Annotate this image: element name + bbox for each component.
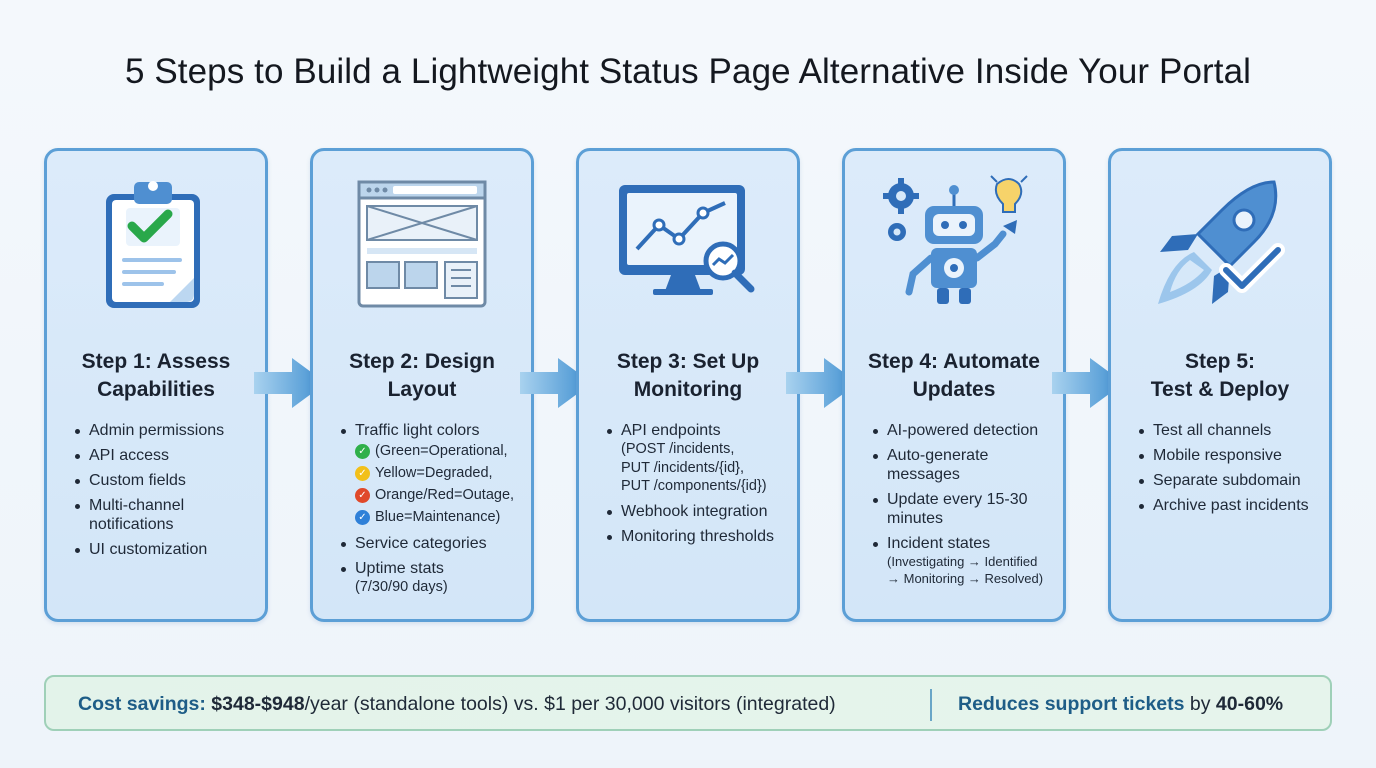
step-4-heading-line-2: Updates — [912, 378, 996, 401]
support-reduction-value: 40-60% — [1215, 693, 1284, 715]
api-endpoints-label: API endpoints — [621, 422, 721, 439]
support-reduction-label: Reduces support tickets — [958, 693, 1185, 715]
clipboard-check-icon — [47, 169, 265, 319]
status-yellow-line: ✓ Yellow=Degraded, — [355, 462, 523, 484]
list-item: Separate subdomain — [1135, 471, 1321, 490]
list-item: API access — [71, 446, 257, 465]
check-red-icon: ✓ — [355, 488, 370, 503]
support-reduction: Reduces support tickets by 40-60% — [958, 693, 1283, 716]
step-5-heading: Step 5: Test & Deploy — [1117, 348, 1323, 404]
step-5-card: Step 5: Test & Deploy Test all channels … — [1108, 148, 1332, 622]
cost-savings-amount: $348-$948 — [211, 693, 305, 715]
status-red-line: ✓ Orange/Red=Outage, — [355, 484, 523, 506]
list-item: Multi-channel notifications — [71, 496, 201, 534]
step-4-heading-line-1: Step 4: Automate — [868, 350, 1040, 373]
step-2-card: Step 2: Design Layout Traffic light colo… — [310, 148, 534, 622]
traffic-light-label: Traffic light colors — [355, 422, 480, 439]
status-blue-text: Blue=Maintenance) — [375, 509, 501, 525]
list-item: API endpoints (POST /incidents, PUT /inc… — [603, 421, 789, 496]
status-green-line: ✓ (Green=Operational, — [355, 440, 523, 462]
uptime-label: Uptime stats — [355, 560, 444, 577]
list-item: Mobile responsive — [1135, 446, 1321, 465]
list-item: Service categories — [337, 534, 523, 553]
robot-gears-icon — [845, 169, 1063, 319]
monitor-chart-icon — [579, 169, 797, 319]
uptime-sub: (7/30/90 days) — [355, 579, 448, 595]
step-2-heading-line-2: Layout — [387, 378, 457, 401]
cost-savings-detail: /year (standalone tools) vs. $1 per 30,0… — [304, 693, 836, 715]
step-5-heading-line-2: Test & Deploy — [1150, 378, 1290, 401]
step-1-heading-line-2: Capabilities — [97, 378, 215, 401]
incident-states-label: Incident states — [887, 535, 991, 552]
arrow-right-icon — [254, 358, 326, 408]
list-item: UI customization — [71, 540, 257, 559]
cost-savings: Cost savings: $348-$948/year (standalone… — [78, 693, 836, 716]
step-2-list: Traffic light colors ✓ (Green=Operational… — [337, 421, 523, 603]
support-reduction-by: by — [1184, 693, 1216, 715]
status-green-text: (Green=Operational, — [375, 443, 508, 459]
step-3-card: Step 3: Set Up Monitoring API endpoints … — [576, 148, 800, 622]
status-yellow-text: Yellow=Degraded, — [375, 465, 493, 481]
check-green-icon: ✓ — [355, 444, 370, 459]
status-blue-line: ✓ Blue=Maintenance) — [355, 506, 523, 528]
list-item: Auto-generate messages — [869, 446, 1009, 484]
footer-divider — [930, 689, 932, 721]
step-2-heading: Step 2: Design Layout — [319, 348, 525, 404]
list-item: AI-powered detection — [869, 421, 1055, 440]
footer-banner: Cost savings: $348-$948/year (standalone… — [44, 675, 1332, 731]
api-endpoint-3: PUT /components/{id}) — [621, 478, 767, 494]
list-item: Monitoring thresholds — [603, 527, 789, 546]
list-item: Webhook integration — [603, 502, 789, 521]
api-endpoint-1: (POST /incidents, — [621, 441, 735, 457]
step-4-card: Step 4: Automate Updates AI-powered dete… — [842, 148, 1066, 622]
list-item: Uptime stats (7/30/90 days) — [337, 559, 523, 597]
incident-states-line-2: → Monitoring → Resolved) — [887, 571, 1044, 586]
step-1-card: Step 1: Assess Capabilities Admin permis… — [44, 148, 268, 622]
step-1-heading-line-1: Step 1: Assess — [81, 350, 231, 373]
step-3-heading-line-2: Monitoring — [633, 378, 743, 401]
incident-states-line-1: (Investigating → Identified — [887, 554, 1038, 569]
api-endpoint-2: PUT /incidents/{id}, — [621, 459, 745, 476]
step-4-heading: Step 4: Automate Updates — [851, 348, 1057, 404]
check-yellow-icon: ✓ — [355, 466, 370, 481]
step-5-heading-line-1: Step 5: — [1184, 350, 1255, 373]
list-item: Test all channels — [1135, 421, 1321, 440]
list-item: Traffic light colors ✓ (Green=Operational… — [337, 421, 523, 528]
arrow-right-icon — [786, 358, 858, 408]
arrow-right-icon — [520, 358, 592, 408]
check-blue-icon: ✓ — [355, 510, 370, 525]
cost-savings-label: Cost savings: — [78, 693, 206, 715]
step-3-list: API endpoints (POST /incidents, PUT /inc… — [603, 421, 789, 552]
step-3-heading: Step 3: Set Up Monitoring — [585, 348, 791, 404]
status-red-text: Orange/Red=Outage, — [375, 487, 515, 503]
arrow-right-icon — [1052, 358, 1124, 408]
step-2-heading-line-1: Step 2: Design — [349, 350, 495, 373]
step-4-list: AI-powered detection Auto-generate messa… — [869, 421, 1055, 593]
step-1-heading: Step 1: Assess Capabilities — [53, 348, 259, 404]
step-5-list: Test all channels Mobile responsive Sepa… — [1135, 421, 1321, 521]
list-item: Custom fields — [71, 471, 257, 490]
rocket-check-icon — [1111, 169, 1329, 319]
layout-wireframe-icon — [313, 169, 531, 319]
step-3-heading-line-1: Step 3: Set Up — [616, 350, 760, 373]
page-title: 5 Steps to Build a Lightweight Status Pa… — [124, 52, 1252, 91]
step-1-list: Admin permissions API access Custom fiel… — [71, 421, 257, 565]
list-item: Incident states (Investigating → Identif… — [869, 534, 1055, 587]
list-item: Admin permissions — [71, 421, 257, 440]
list-item: Update every 15-30 minutes — [869, 490, 1049, 528]
list-item: Archive past incidents — [1135, 496, 1321, 515]
